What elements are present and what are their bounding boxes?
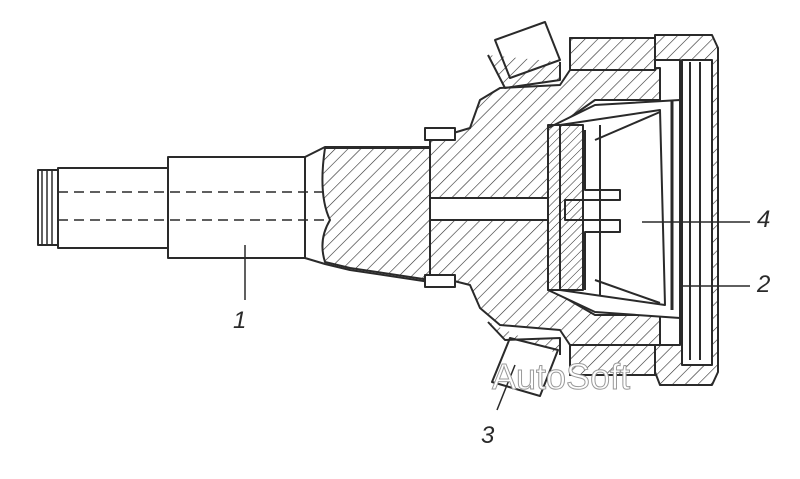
leader-lines: [244, 221, 750, 411]
callout-part-1: 1: [233, 307, 247, 334]
shaft-spline-end: [37, 167, 169, 249]
inner-cup-insert: [547, 109, 666, 306]
callout-part-4: 4: [757, 206, 771, 233]
callout-part-3: 3: [481, 422, 495, 449]
watermark-autosoft: AutoSoft: [491, 356, 631, 398]
leader-line-3: [496, 364, 516, 411]
upper-bearing: [487, 21, 656, 89]
outer-flange-cover: [654, 34, 719, 386]
callout-part-2: 2: [757, 271, 771, 298]
